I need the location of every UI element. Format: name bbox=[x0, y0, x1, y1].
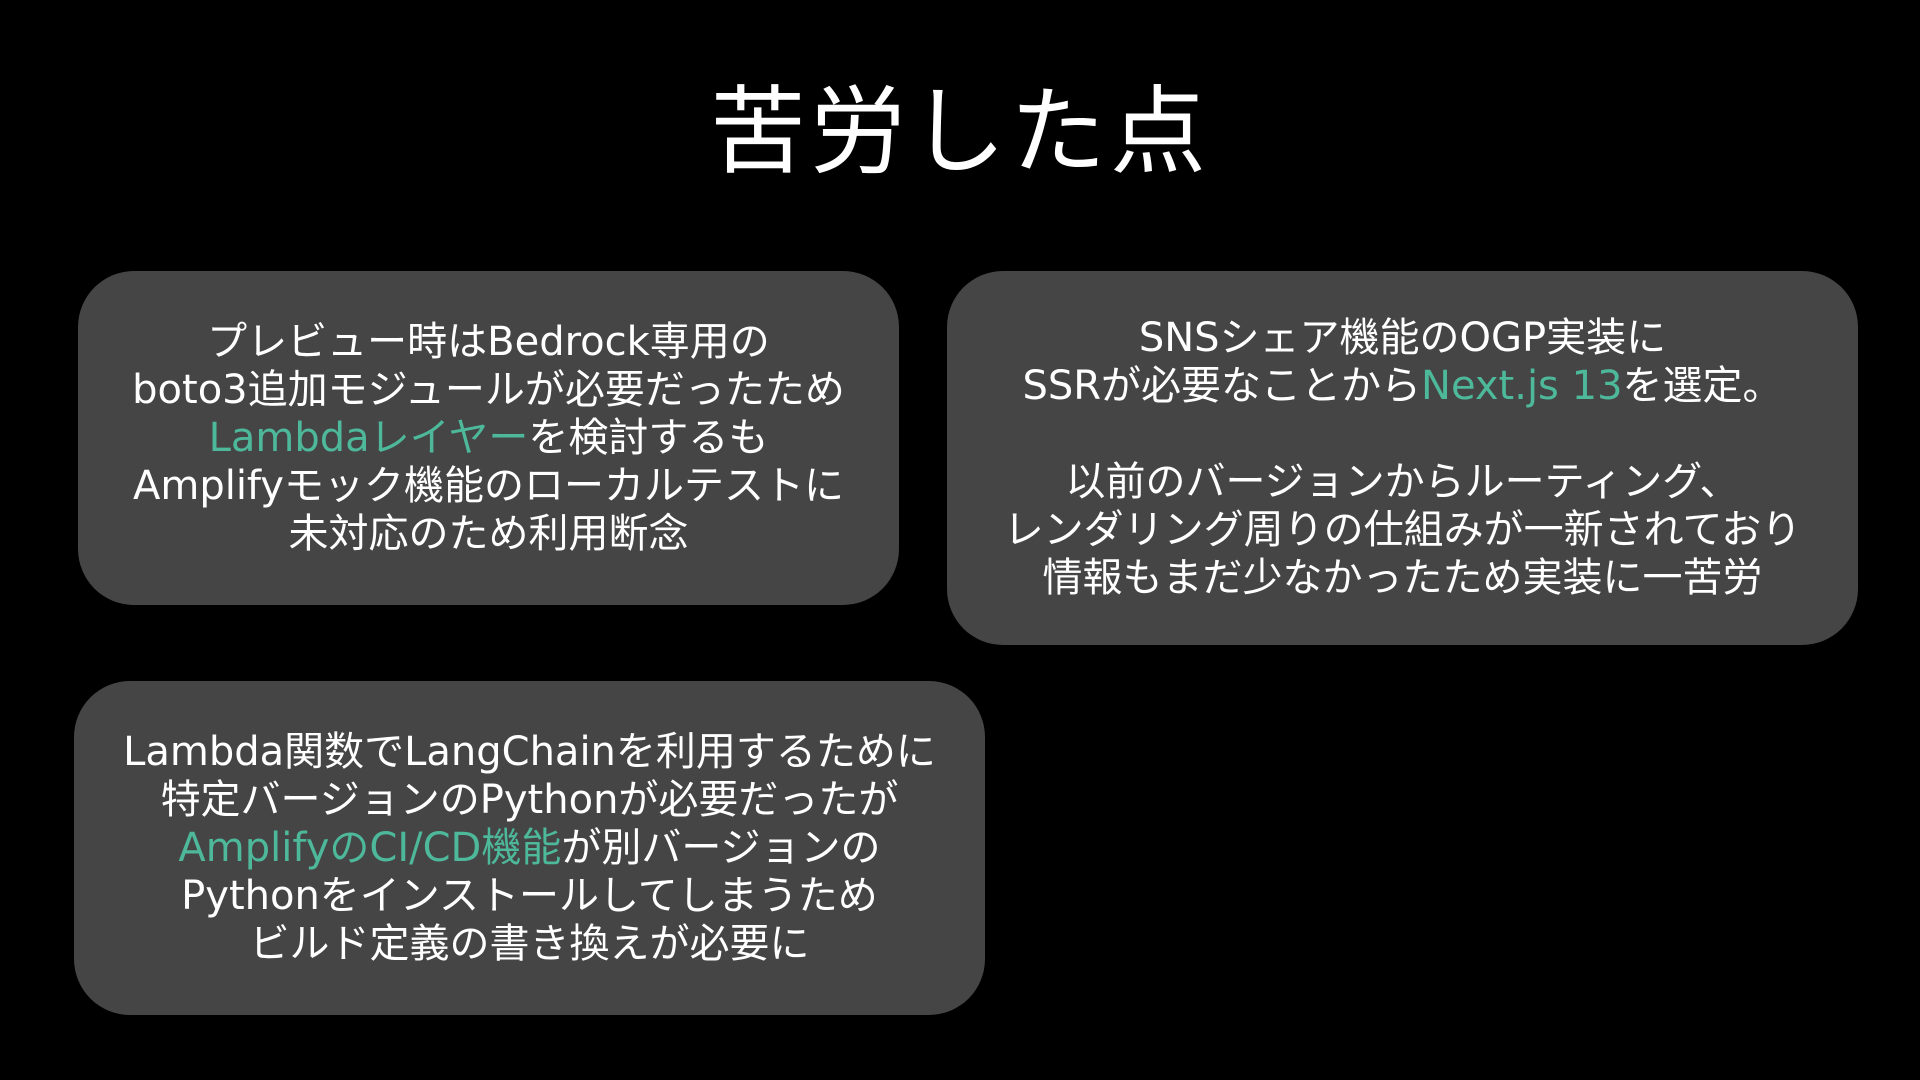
difficulty-card-python-build: Lambda関数でLangChainを利用するために 特定バージョンのPytho… bbox=[74, 681, 985, 1015]
difficulty-card-nextjs: SNSシェア機能のOGP実装に SSRが必要なことからNext.js 13を選定… bbox=[947, 271, 1858, 645]
card-text: 以前のバージョンからルーティング、 bbox=[1065, 459, 1740, 505]
card-text: ビルド定義の書き換えが必要に bbox=[249, 921, 810, 967]
card-line: Amplifyモック機能のローカルテストに bbox=[132, 462, 845, 510]
card-line: レンダリング周りの仕組みが一新されており bbox=[1004, 506, 1802, 554]
card-line: 未対応のため利用断念 bbox=[132, 510, 845, 558]
card-line: SNSシェア機能のOGP実装に bbox=[1022, 314, 1782, 362]
card-line: AmplifyのCI/CD機能が別バージョンの bbox=[123, 824, 936, 872]
card-text: が別バージョンの bbox=[561, 825, 881, 871]
card-line: プレビュー時はBedrock専用の bbox=[132, 318, 845, 366]
card-text: SNSシェア機能のOGP実装に bbox=[1138, 315, 1667, 361]
card-text: レンダリング周りの仕組みが一新されており bbox=[1003, 507, 1802, 553]
card-line: 以前のバージョンからルーティング、 bbox=[1004, 458, 1802, 506]
card-text: プレビュー時はBedrock専用の bbox=[207, 319, 770, 365]
card-paragraph: SNSシェア機能のOGP実装に SSRが必要なことからNext.js 13を選定… bbox=[1022, 314, 1782, 410]
card-line: 特定バージョンのPythonが必要だったが bbox=[123, 776, 936, 824]
card-line: ビルド定義の書き換えが必要に bbox=[123, 920, 936, 968]
difficulty-card-lambda-layer: プレビュー時はBedrock専用の boto3追加モジュールが必要だったため L… bbox=[78, 271, 899, 605]
card-line: SSRが必要なことからNext.js 13を選定。 bbox=[1022, 362, 1782, 410]
card-paragraph: 以前のバージョンからルーティング、 レンダリング周りの仕組みが一新されており 情… bbox=[1004, 458, 1802, 602]
card-text: boto3追加モジュールが必要だったため bbox=[132, 367, 845, 413]
highlight-text: Next.js 13 bbox=[1421, 363, 1623, 409]
card-line: Lambda関数でLangChainを利用するために bbox=[123, 728, 936, 776]
card-text: Amplifyモック機能のローカルテストに bbox=[132, 463, 844, 509]
card-text: Pythonをインストールしてしまうため bbox=[181, 873, 878, 919]
card-text: Lambda関数でLangChainを利用するために bbox=[123, 729, 936, 775]
card-text: SSRが必要なことから bbox=[1022, 363, 1422, 409]
card-paragraph: プレビュー時はBedrock専用の boto3追加モジュールが必要だったため L… bbox=[132, 318, 845, 558]
card-text: を検討するも bbox=[528, 415, 769, 461]
card-line: Lambdaレイヤーを検討するも bbox=[132, 414, 845, 462]
card-text: 未対応のため利用断念 bbox=[288, 511, 689, 557]
card-text: 情報もまだ少なかったため実装に一苦労 bbox=[1042, 555, 1763, 601]
highlight-text: AmplifyのCI/CD機能 bbox=[178, 825, 562, 871]
card-line: Pythonをインストールしてしまうため bbox=[123, 872, 936, 920]
highlight-text: Lambdaレイヤー bbox=[208, 415, 529, 461]
slide-title: 苦労した点 bbox=[710, 76, 1210, 188]
card-line: 情報もまだ少なかったため実装に一苦労 bbox=[1004, 554, 1802, 602]
card-line: boto3追加モジュールが必要だったため bbox=[132, 366, 845, 414]
card-text: を選定。 bbox=[1622, 363, 1783, 409]
card-paragraph: Lambda関数でLangChainを利用するために 特定バージョンのPytho… bbox=[123, 728, 936, 968]
card-text: 特定バージョンのPythonが必要だったが bbox=[160, 777, 899, 823]
